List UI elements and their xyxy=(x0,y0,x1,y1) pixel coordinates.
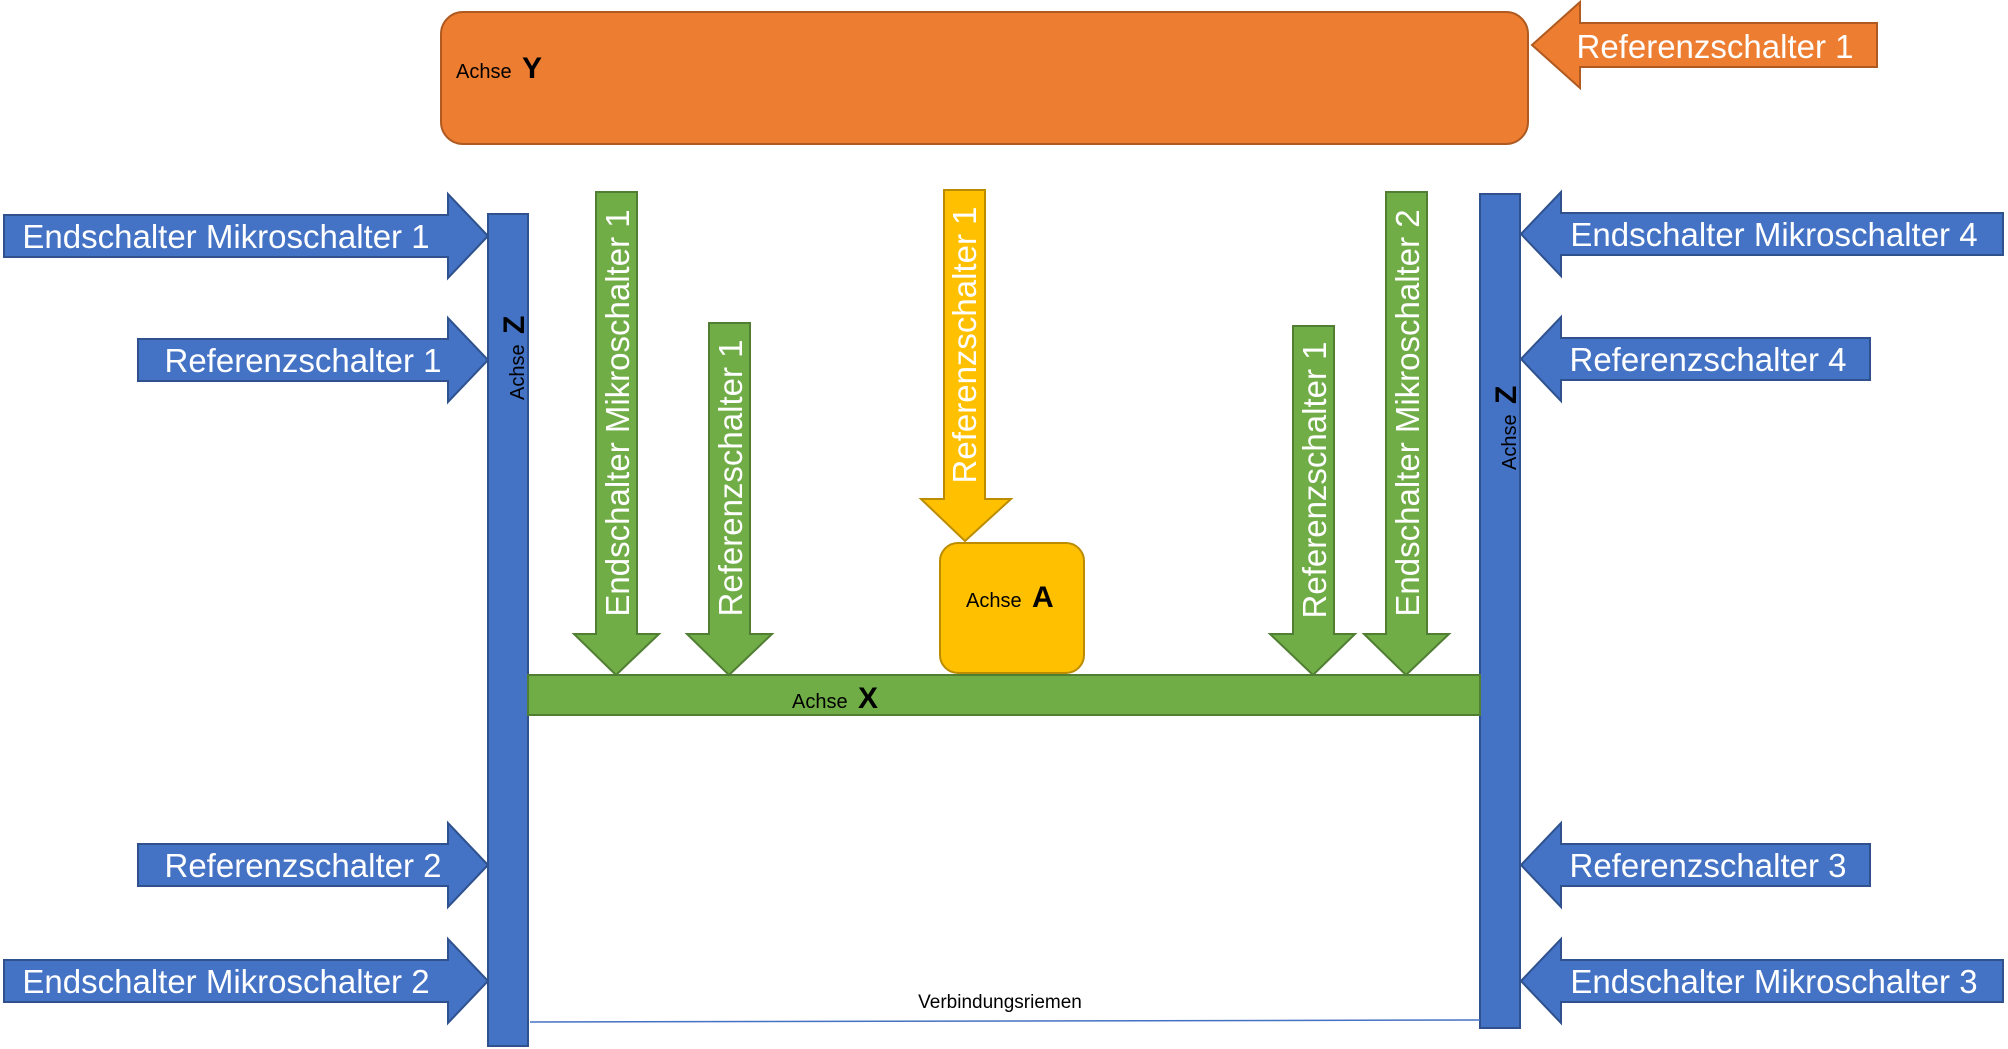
arrow-label: Endschalter Mikroschalter 1 xyxy=(22,218,429,255)
arrow-y-referenzschalter-1: Referenzschalter 1 xyxy=(1530,0,1878,91)
axis-z-right-letter: Z xyxy=(1490,386,1523,404)
axis-a: Achse A xyxy=(939,542,1085,674)
axis-a-letter: A xyxy=(1032,581,1054,614)
axis-z-left-prefix: Achse xyxy=(507,344,529,400)
arrow-label: Referenzschalter 3 xyxy=(1570,847,1847,884)
axis-z-left: Achse Z xyxy=(487,213,531,1047)
arrow-left-endschalter-2: Endschalter Mikroschalter 2 xyxy=(3,936,490,1026)
belt-label: Verbindungsriemen xyxy=(918,992,1082,1013)
arrow-a-referenzschalter-1: Referenzschalter 1 xyxy=(918,189,1014,543)
arrow-right-referenzschalter-3: Referenzschalter 3 xyxy=(1519,820,1871,910)
axis-y-prefix: Achse xyxy=(456,61,512,83)
arrow-right-referenzschalter-4: Referenzschalter 4 xyxy=(1519,314,1871,404)
arrow-label: Endschalter Mikroschalter 3 xyxy=(1570,963,1977,1000)
arrow-x-referenzschalter-1-left: Referenzschalter 1 xyxy=(684,322,775,677)
arrow-label: Referenzschalter 4 xyxy=(1570,341,1847,378)
arrow-label: Referenzschalter 1 xyxy=(946,207,983,484)
axis-z-right: Achse Z xyxy=(1479,193,1523,1029)
connecting-belt: Verbindungsriemen xyxy=(529,992,1481,1023)
arrow-right-endschalter-3: Endschalter Mikroschalter 3 xyxy=(1519,936,2004,1026)
arrow-x-referenzschalter-1-right: Referenzschalter 1 xyxy=(1267,325,1358,677)
svg-text:Achse Z: Achse Z xyxy=(498,316,531,400)
arrow-label: Endschalter Mikroschalter 2 xyxy=(1389,209,1426,616)
arrow-label: Referenzschalter 1 xyxy=(712,340,749,617)
arrow-left-referenzschalter-2: Referenzschalter 2 xyxy=(137,820,490,910)
axis-z-right-prefix: Achse xyxy=(1499,414,1521,470)
axis-x-letter: X xyxy=(858,682,878,715)
axis-y-letter: Y xyxy=(522,52,542,85)
axis-x-prefix: Achse xyxy=(792,691,848,713)
arrow-label: Referenzschalter 1 xyxy=(1296,342,1333,619)
arrow-left-endschalter-1: Endschalter Mikroschalter 1 xyxy=(3,191,490,281)
arrow-label: Referenzschalter 2 xyxy=(165,847,442,884)
arrow-label: Referenzschalter 1 xyxy=(165,342,442,379)
arrow-left-referenzschalter-1: Referenzschalter 1 xyxy=(137,315,490,405)
svg-text:Achse Y: Achse Y xyxy=(456,52,542,85)
axis-z-left-letter: Z xyxy=(498,316,531,334)
arrow-right-endschalter-4: Endschalter Mikroschalter 4 xyxy=(1519,189,2004,279)
arrow-x-endschalter-1: Endschalter Mikroschalter 1 xyxy=(571,191,662,677)
axis-a-prefix: Achse xyxy=(966,590,1022,612)
axis-x: Achse X xyxy=(527,674,1481,716)
arrow-label: Endschalter Mikroschalter 4 xyxy=(1570,216,1977,253)
arrow-x-endschalter-2: Endschalter Mikroschalter 2 xyxy=(1361,191,1452,677)
arrow-label: Endschalter Mikroschalter 2 xyxy=(22,963,429,1000)
svg-text:Achse Z: Achse Z xyxy=(1490,386,1523,470)
arrow-label: Referenzschalter 1 xyxy=(1577,28,1854,65)
svg-text:Achse X: Achse X xyxy=(792,682,878,715)
svg-text:Achse A: Achse A xyxy=(966,581,1054,614)
axis-y: Achse Y xyxy=(440,11,1529,145)
arrow-label: Endschalter Mikroschalter 1 xyxy=(599,209,636,616)
